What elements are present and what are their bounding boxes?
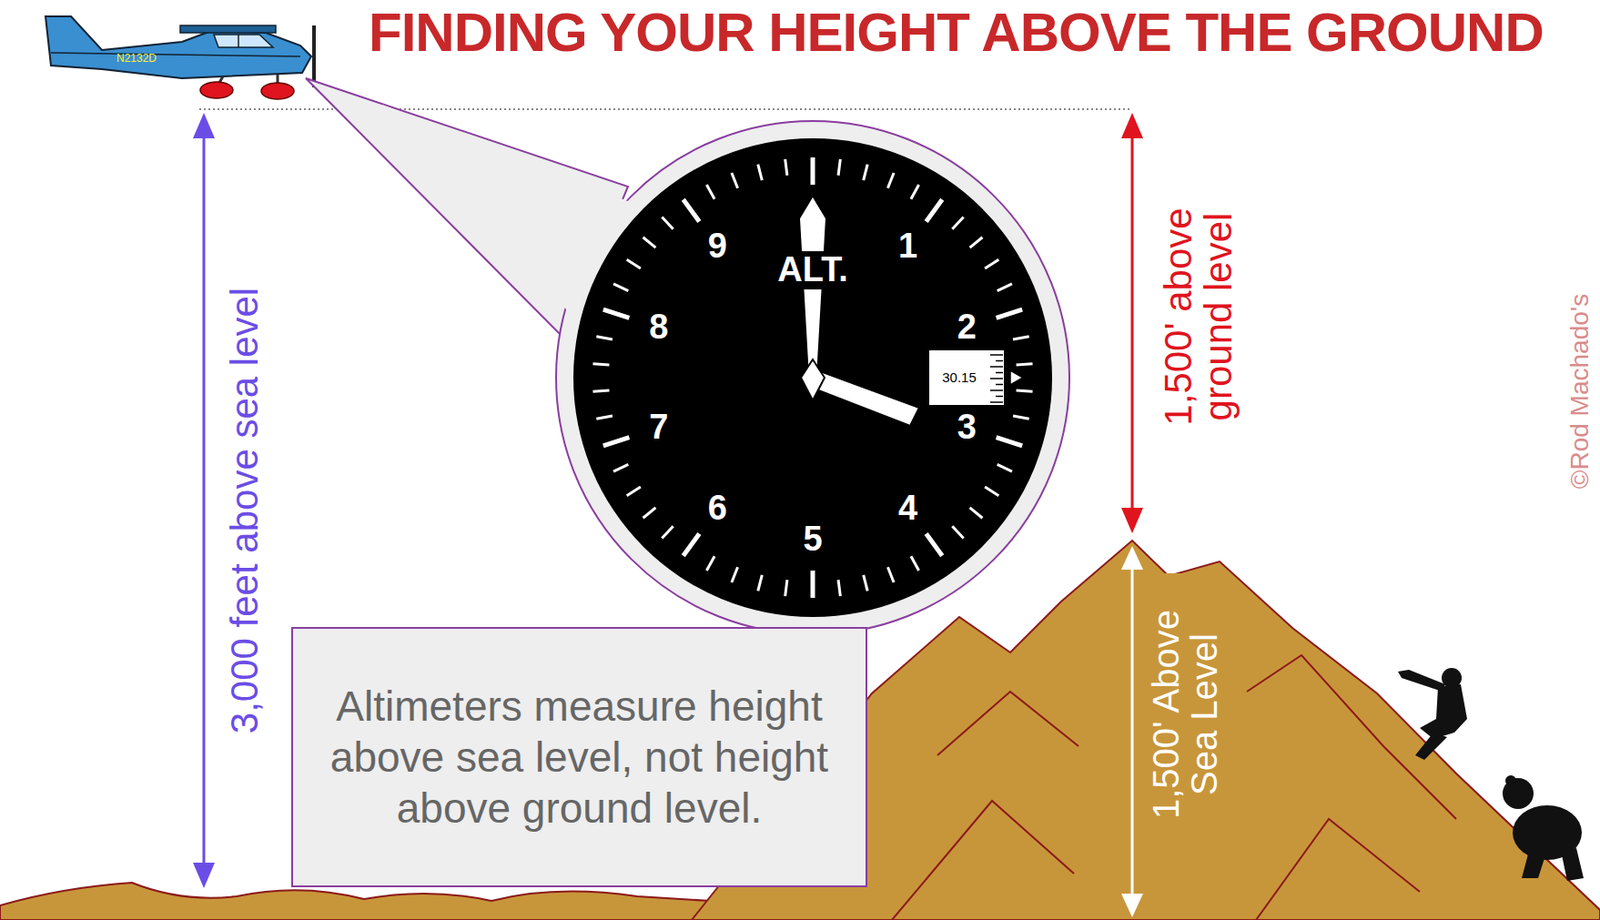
dial-tick xyxy=(951,217,963,230)
kollsman-tick xyxy=(990,377,1003,380)
mountain-ridge xyxy=(937,691,1079,756)
msl-arrow xyxy=(1121,546,1144,918)
dial-tick xyxy=(613,464,628,472)
dial-tick xyxy=(926,199,943,222)
dial-number: 9 xyxy=(708,228,728,265)
kollsman-tick xyxy=(995,360,1003,363)
dial-tick xyxy=(911,556,920,571)
dial-tick xyxy=(758,575,762,591)
kollsman-setting: 30.15 xyxy=(941,370,977,385)
dial-tick xyxy=(706,184,715,200)
dial-tick xyxy=(887,567,894,583)
dial-tick xyxy=(706,556,715,571)
dial-tick xyxy=(596,336,613,340)
dial-tick xyxy=(996,437,1023,446)
dial-tick xyxy=(997,283,1013,292)
dial-number: 5 xyxy=(802,521,822,558)
kollsman-tick xyxy=(990,401,1003,404)
kollsman-tick xyxy=(990,365,1003,368)
title: FINDING YOUR HEIGHT ABOVE THE GROUND xyxy=(368,3,1544,61)
dial-tick xyxy=(997,464,1013,472)
dial-number: 7 xyxy=(648,409,669,446)
dial-tick xyxy=(627,486,641,497)
dial-tick xyxy=(627,259,641,269)
dial-tick xyxy=(838,579,841,597)
dial-tick xyxy=(785,159,788,176)
dial-tick xyxy=(592,390,609,392)
kollsman-tick xyxy=(995,395,1003,398)
dial-tick xyxy=(863,164,868,181)
dial-number: 1 xyxy=(898,228,918,265)
kollsman-tick xyxy=(990,389,1003,392)
callout-text: Altimeters measure height above sea leve… xyxy=(309,680,850,834)
dial-tick xyxy=(887,172,894,189)
copyright: ©Rod Machado's xyxy=(1566,293,1593,489)
callout-bubble xyxy=(305,78,1070,635)
mountain-ridge xyxy=(1246,655,1457,820)
dial-tick xyxy=(603,309,630,318)
dial-tick xyxy=(1016,390,1033,392)
dial-tick xyxy=(970,237,983,248)
climber xyxy=(1397,668,1468,760)
dial-tick xyxy=(613,283,628,292)
dial-tick xyxy=(731,172,739,189)
airplane xyxy=(45,16,314,100)
dial-tick xyxy=(926,534,943,557)
dial-tick xyxy=(1012,415,1030,419)
dial-number: 6 xyxy=(708,490,728,527)
altimeter xyxy=(573,138,1053,618)
agl-label: 1,500' above ground level xyxy=(1158,180,1239,454)
dial-tick xyxy=(810,570,816,598)
mountain-ridge xyxy=(1255,819,1420,920)
registration: N2132D xyxy=(116,52,157,65)
dial-number: 4 xyxy=(898,490,918,527)
dial-tick xyxy=(596,415,613,419)
dial-label: ALT. xyxy=(772,251,852,290)
ground-hills xyxy=(0,882,710,920)
msl-label: 1,500' Above Sea Level xyxy=(1145,573,1225,856)
kollsman-tick xyxy=(990,354,1003,356)
dial-tick xyxy=(758,164,762,181)
dial-number: 8 xyxy=(648,309,669,346)
mountain-ridge xyxy=(891,800,1074,920)
dial-tick xyxy=(951,526,963,538)
altitude-arrow xyxy=(192,112,215,889)
dial-tick xyxy=(863,575,868,591)
dial-tick xyxy=(592,364,609,365)
dial-tick xyxy=(1016,364,1033,365)
altitude-label: 3,000 feet above sea level xyxy=(224,287,265,734)
dial-tick xyxy=(683,534,700,557)
dial-tick xyxy=(643,507,657,518)
dial-tick xyxy=(643,237,657,248)
dial-tick xyxy=(911,184,920,200)
dial-tick xyxy=(984,259,999,269)
agl-arrow xyxy=(1121,112,1144,534)
kollsman-tick xyxy=(995,372,1003,375)
dial-tick xyxy=(984,486,999,497)
dial-tick xyxy=(661,526,673,538)
dial-tick xyxy=(683,199,700,222)
dial-tick xyxy=(810,157,816,185)
dial-tick xyxy=(731,567,739,583)
callout-box: Altimeters measure height above sea leve… xyxy=(291,627,868,888)
bear xyxy=(1502,775,1584,882)
dial-tick xyxy=(661,217,673,230)
dial-number: 3 xyxy=(957,409,977,446)
kollsman-tick xyxy=(995,384,1003,386)
dial-tick xyxy=(996,309,1023,318)
dial-number: 2 xyxy=(957,309,977,346)
dial-tick xyxy=(838,159,841,176)
dial-tick xyxy=(603,437,630,446)
dial-tick xyxy=(970,507,983,518)
dial-tick xyxy=(1012,336,1030,340)
dial-tick xyxy=(785,579,788,597)
